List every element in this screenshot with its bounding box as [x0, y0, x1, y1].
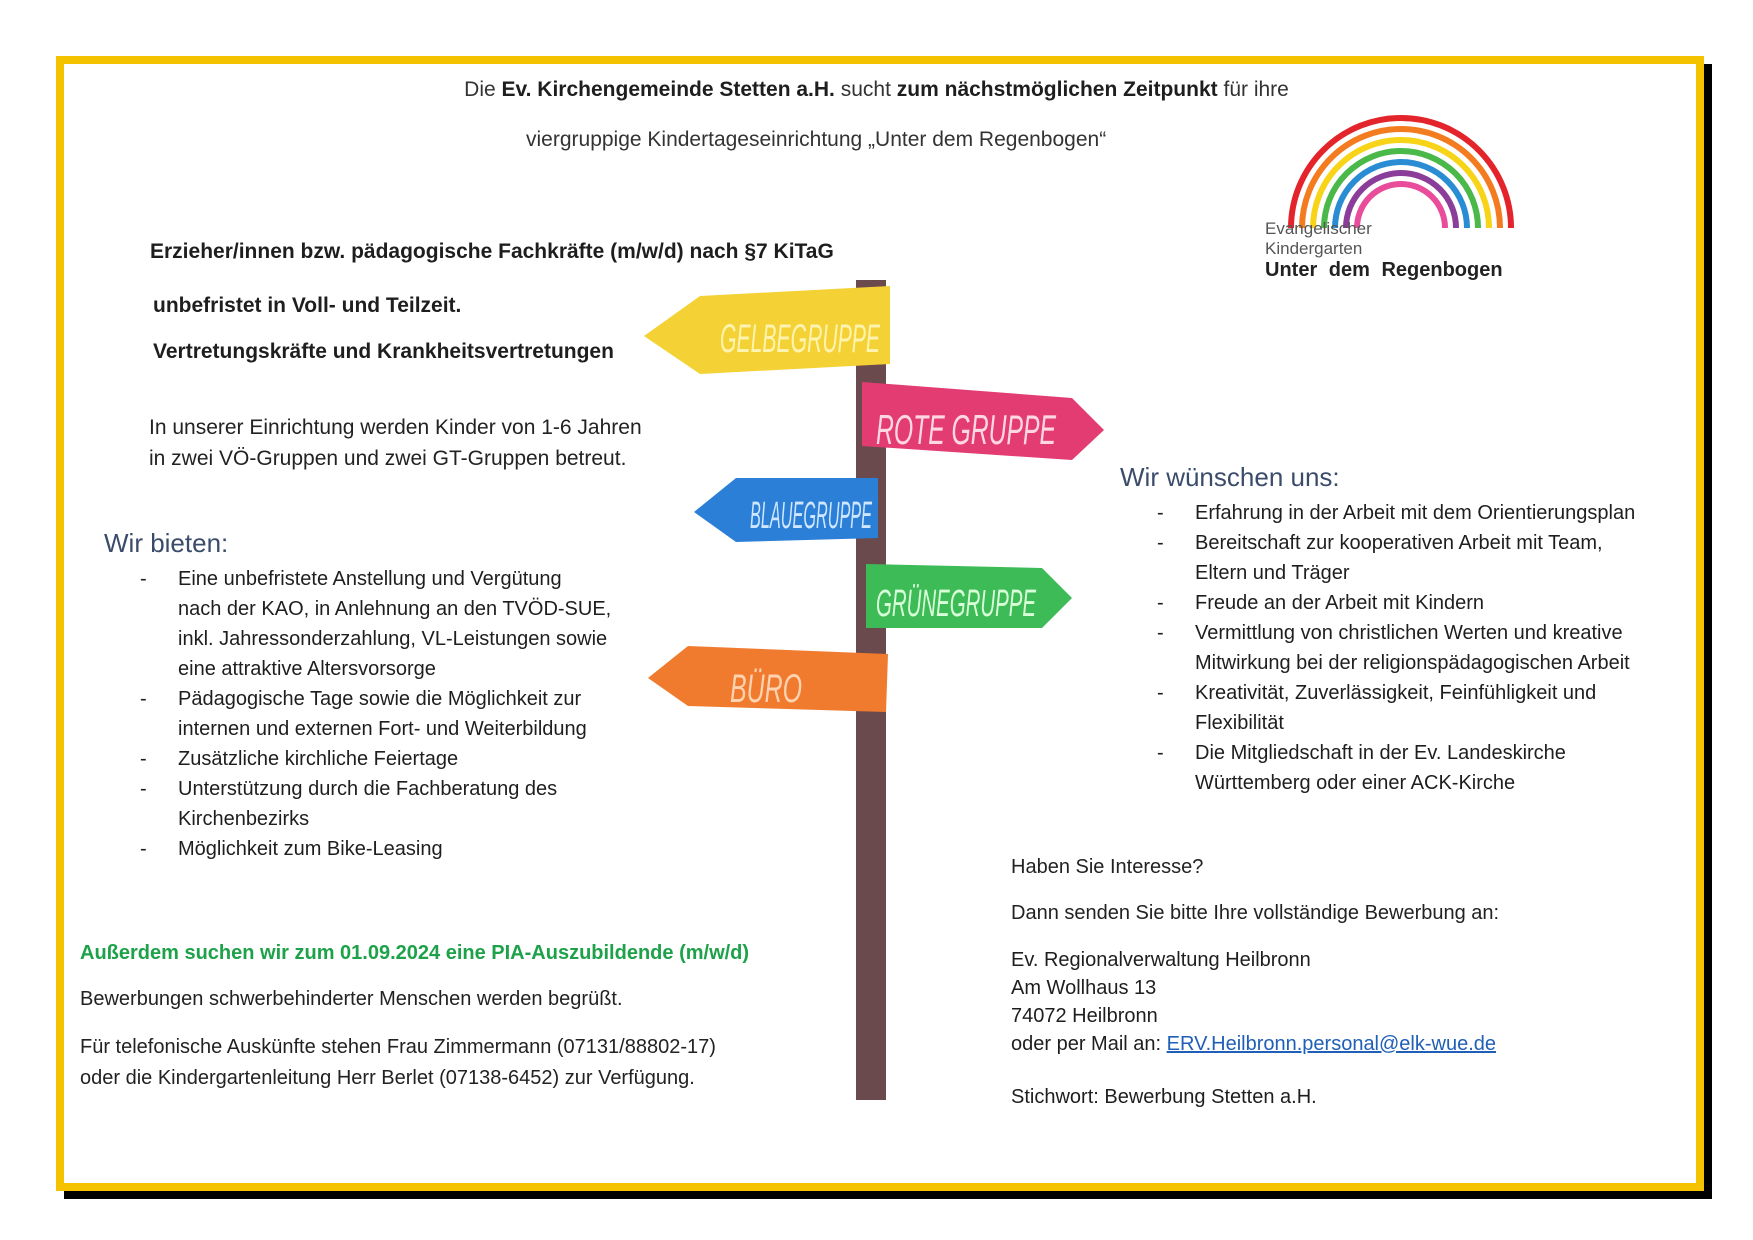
phone-info-line: Für telefonische Auskünfte stehen Frau Z… [80, 1036, 716, 1058]
disability-notice: Bewerbungen schwerbehinderter Menschen w… [80, 988, 623, 1010]
list-item-line: Erfahrung in der Arbeit mit dem Orientie… [1195, 502, 1636, 524]
job-description-line: in zwei VÖ-Gruppen und zwei GT-Gruppen b… [149, 447, 627, 470]
sign-rote-gruppe [862, 382, 1104, 460]
wuenschen-heading: Wir wünschen uns: [1120, 462, 1340, 492]
list-item-line: Eine unbefristete Anstellung und Vergütu… [178, 568, 562, 590]
dash-bullet: - [140, 778, 147, 800]
mail-line: oder per Mail an: ERV.Heilbronn.personal… [1011, 1030, 1496, 1058]
logo-line-3: Unter dem Regenbogen [1265, 259, 1503, 281]
list-item: - Freude an der Arbeit mit Kindern [1157, 588, 1635, 618]
intro-text: Die [464, 78, 496, 101]
intro-line-2: viergruppige Kindertageseinrichtung „Unt… [526, 128, 1107, 151]
bieten-list: - Eine unbefristete Anstellung und Vergüt… [140, 564, 611, 864]
list-item-line: Flexibilität [1195, 712, 1284, 734]
phone-info-line: oder die Kindergartenleitung Herr Berlet… [80, 1067, 695, 1089]
list-item: - Möglichkeit zum Bike-Leasing [140, 834, 611, 864]
contact-question: Haben Sie Interesse? [1011, 856, 1204, 878]
list-item: - Pädagogische Tage sowie die Möglichkeit… [140, 684, 611, 744]
list-item-line: Vermittlung von christlichen Werten und … [1195, 622, 1623, 644]
job-title: Erzieher/innen bzw. pädagogische Fachkrä… [150, 240, 834, 263]
rainbow-arc [1343, 170, 1459, 229]
contact-address: Ev. Regionalverwaltung Heilbronn Am Woll… [1011, 946, 1496, 1058]
list-item-line: Pädagogische Tage sowie die Möglichkeit … [178, 688, 582, 710]
address-line: Am Wollhaus 13 [1011, 977, 1157, 999]
pia-notice: Außerdem suchen wir zum 01.09.2024 eine … [80, 942, 750, 964]
kindergarten-logo: Evangelischer Kindergarten Unter dem Reg… [1258, 112, 1528, 292]
list-item-line: Freude an der Arbeit mit Kindern [1195, 592, 1485, 614]
list-item-line: Bereitschaft zur kooperativen Arbeit mit… [1195, 532, 1603, 554]
sign-buero-label: BÜRO [730, 667, 802, 711]
list-item-line: nach der KAO, in Anlehnung an den TVÖD-S… [178, 598, 612, 620]
job-description-line: In unserer Einrichtung werden Kinder von… [149, 416, 642, 439]
list-item: - Die Mitgliedschaft in der Ev. Landeskir… [1157, 738, 1635, 798]
dash-bullet: - [1157, 502, 1164, 524]
intro-text: für ihre [1223, 78, 1289, 101]
list-item: - Kreativität, Zuverlässigkeit, Feinfühli… [1157, 678, 1635, 738]
dash-bullet: - [140, 688, 147, 710]
signpost-image: GELBEGRUPPE ROTE GRUPPE BLAUEGRUPPE GRÜN… [640, 276, 1110, 1106]
dash-bullet: - [1157, 592, 1164, 614]
rainbow-arc [1288, 115, 1514, 229]
list-item-line: Zusätzliche kirchliche Feiertage [178, 748, 459, 770]
list-item: - Zusätzliche kirchliche Feiertage [140, 744, 611, 774]
job-description: In unserer Einrichtung werden Kinder von… [149, 412, 642, 474]
dash-bullet: - [1157, 532, 1164, 554]
logo-line-1: Evangelischer [1265, 219, 1372, 238]
sign-gelbe-gruppe [644, 286, 890, 374]
dash-bullet: - [1157, 622, 1164, 644]
rainbow-arc [1354, 181, 1448, 229]
sign-blaue-gruppe-label: BLAUEGRUPPE [750, 495, 872, 537]
list-item: - Unterstützung durch die Fachberatung de… [140, 774, 611, 834]
mail-label: oder per Mail an: [1011, 1033, 1162, 1055]
wuenschen-list: - Erfahrung in der Arbeit mit dem Orienti… [1157, 498, 1635, 798]
sign-gruene-gruppe-label: GRÜNEGRUPPE [876, 583, 1036, 625]
list-item: - Erfahrung in der Arbeit mit dem Orienti… [1157, 498, 1635, 528]
bieten-heading: Wir bieten: [104, 528, 229, 558]
sign-blaue-gruppe [694, 478, 878, 542]
job-type: unbefristet in Voll- und Teilzeit. [153, 294, 462, 317]
sign-gelbe-gruppe-label: GELBEGRUPPE [720, 317, 881, 361]
dash-bullet: - [140, 838, 147, 860]
list-item-line: Die Mitgliedschaft in der Ev. Landeskirc… [1195, 742, 1566, 764]
sign-rote-gruppe-label: ROTE GRUPPE [876, 406, 1057, 453]
list-item: - Eine unbefristete Anstellung und Vergüt… [140, 564, 611, 684]
intro-organization: Ev. Kirchengemeinde Stetten a.H. [501, 78, 835, 101]
sign-gruene-gruppe [866, 564, 1072, 628]
list-item-line: eine attraktive Altersvorsorge [178, 658, 436, 680]
list-item-line: Möglichkeit zum Bike-Leasing [178, 838, 443, 860]
rainbow-arc [1332, 159, 1470, 229]
rainbow-arc [1299, 126, 1503, 229]
logo-line-2: Kindergarten [1265, 239, 1362, 258]
sign-buero [648, 646, 888, 712]
address-line: Ev. Regionalverwaltung Heilbronn [1011, 949, 1311, 971]
list-item-line: Kirchenbezirks [178, 808, 310, 830]
intro-timing: zum nächstmöglichen Zeitpunkt [896, 78, 1218, 101]
list-item: - Vermittlung von christlichen Werten und… [1157, 618, 1635, 678]
rainbow-arc [1310, 137, 1492, 229]
signpost-illustration: GELBEGRUPPE ROTE GRUPPE BLAUEGRUPPE GRÜN… [644, 280, 1104, 1100]
dash-bullet: - [1157, 682, 1164, 704]
list-item-line: Unterstützung durch die Fachberatung des [178, 778, 558, 800]
email-link[interactable]: ERV.Heilbronn.personal@elk-wue.de [1166, 1033, 1497, 1055]
intro-line-1: Die Ev. Kirchengemeinde Stetten a.H. suc… [0, 78, 1753, 102]
list-item-line: inkl. Jahressonderzahlung, VL-Leistungen… [178, 628, 608, 650]
list-item-line: Kreativität, Zuverlässigkeit, Feinfühlig… [1195, 682, 1597, 704]
list-item-line: internen und externen Fort- und Weiterbi… [178, 718, 587, 740]
stichwort: Stichwort: Bewerbung Stetten a.H. [1011, 1086, 1317, 1108]
intro-text: sucht [840, 78, 891, 101]
rainbow-arc [1321, 148, 1481, 229]
dash-bullet: - [140, 748, 147, 770]
dash-bullet: - [140, 568, 147, 590]
dash-bullet: - [1157, 742, 1164, 764]
list-item: - Bereitschaft zur kooperativen Arbeit mi… [1157, 528, 1635, 588]
phone-info: Für telefonische Auskünfte stehen Frau Z… [80, 1032, 716, 1094]
address-line: 74072 Heilbronn [1011, 1005, 1158, 1027]
job-substitutes: Vertretungskräfte und Krankheitsvertretu… [153, 340, 614, 363]
contact-send: Dann senden Sie bitte Ihre vollständige … [1011, 902, 1500, 924]
list-item-line: Eltern und Träger [1195, 562, 1350, 584]
rainbow-logo-icon: Evangelischer Kindergarten Unter dem Reg… [1265, 115, 1514, 281]
list-item-line: Mitwirkung bei der religionspädagogische… [1195, 652, 1630, 674]
list-item-line: Württemberg oder einer ACK-Kirche [1195, 772, 1516, 794]
